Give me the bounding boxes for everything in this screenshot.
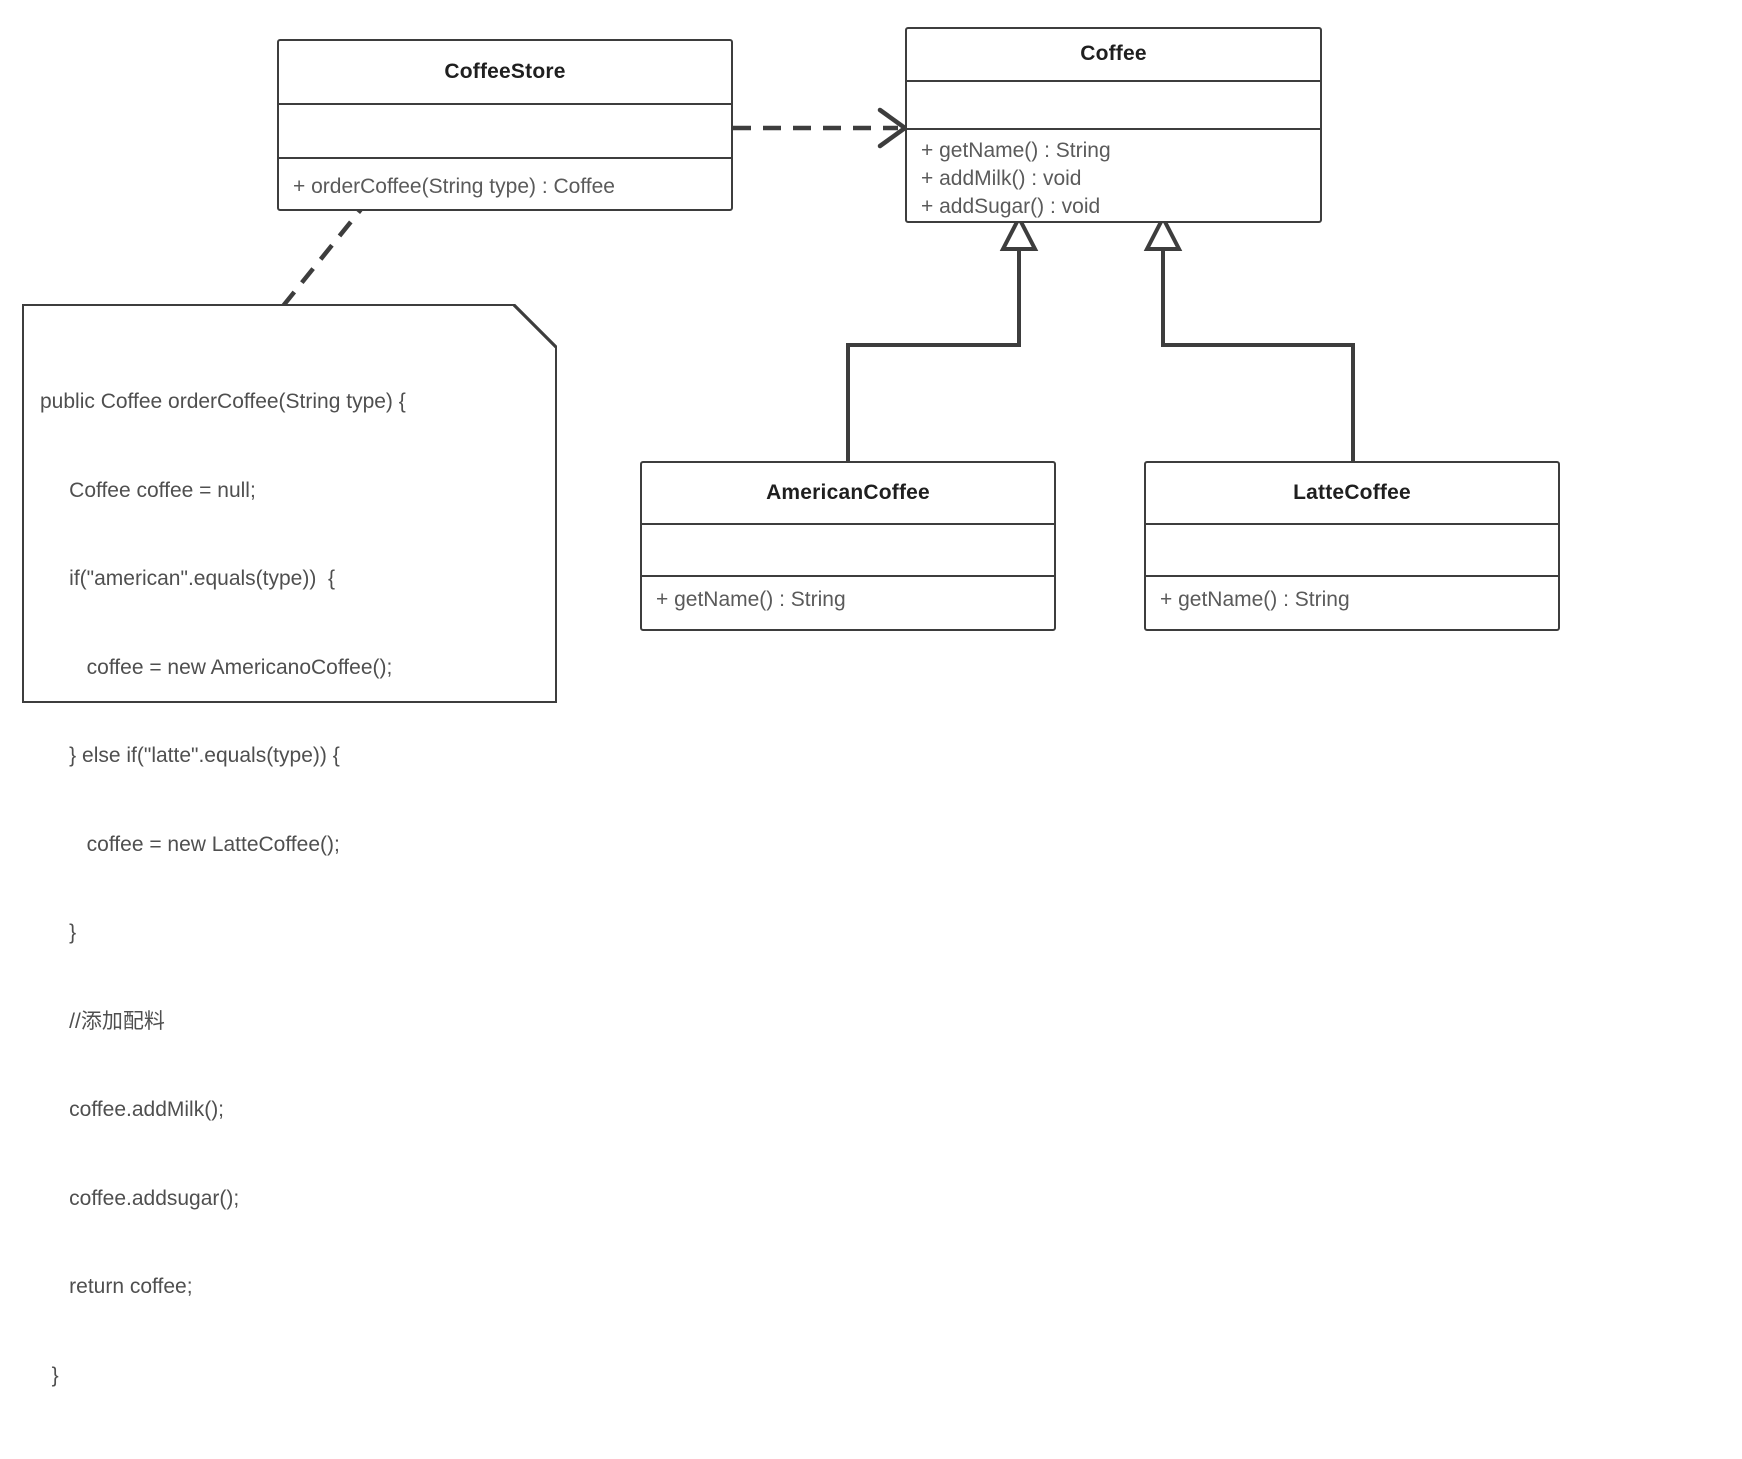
class-attributes-americancoffee — [642, 525, 1054, 577]
class-operations-coffee: + getName() : String + addMilk() : void … — [907, 130, 1320, 221]
note-anchor-line — [281, 206, 364, 308]
note-folded-corner-icon — [513, 304, 557, 348]
connector-layer — [281, 107, 1355, 462]
operation-getname-coffee: + getName() : String — [921, 139, 1111, 162]
operation-addmilk-coffee: + addMilk() : void — [921, 167, 1082, 190]
class-attributes-coffeestore — [279, 105, 731, 159]
code-line: coffee = new AmericanoCoffee(); — [40, 655, 393, 679]
class-operations-coffeestore: + orderCoffee(String type) : Coffee — [279, 159, 731, 209]
class-box-coffeestore[interactable]: CoffeeStore + orderCoffee(String type) :… — [277, 39, 733, 211]
class-operations-americancoffee: + getName() : String — [642, 577, 1054, 614]
class-box-coffee[interactable]: Coffee + getName() : String + addMilk() … — [905, 27, 1322, 223]
code-line: public Coffee orderCoffee(String type) { — [40, 390, 406, 413]
code-line: return coffee; — [40, 1275, 193, 1298]
class-attributes-lattecoffee — [1146, 525, 1558, 577]
code-note-box[interactable]: public Coffee orderCoffee(String type) {… — [22, 304, 557, 1387]
class-box-americancoffee[interactable]: AmericanCoffee + getName() : String — [640, 461, 1056, 631]
class-attributes-coffee — [907, 82, 1320, 130]
operation-addsugar-coffee: + addSugar() : void — [921, 195, 1101, 218]
operation-getname-americancoffee: + getName() : String — [656, 588, 846, 611]
class-box-lattecoffee[interactable]: LatteCoffee + getName() : String — [1144, 461, 1560, 631]
dependency-coffeestore-to-coffee — [733, 107, 909, 149]
generalization-lattecoffee-to-coffee — [1143, 213, 1355, 462]
code-line: //添加配料 — [40, 1009, 165, 1033]
class-title-coffee: Coffee — [907, 29, 1320, 82]
code-line: } else if("latte".equals(type)) { — [40, 744, 340, 767]
class-title-coffeestore: CoffeeStore — [279, 41, 731, 106]
code-line: coffee.addsugar(); — [40, 1186, 240, 1210]
operation-getname-lattecoffee: + getName() : String — [1160, 588, 1350, 611]
uml-diagram-canvas: CoffeeStore + orderCoffee(String type) :… — [22, 27, 1560, 1387]
operation-ordercoffee: + orderCoffee(String type) : Coffee — [293, 175, 615, 198]
class-operations-lattecoffee: + getName() : String — [1146, 577, 1558, 614]
code-line: if("american".equals(type)) { — [40, 567, 336, 590]
code-line: } — [40, 1363, 59, 1387]
code-line: } — [40, 921, 77, 944]
class-title-lattecoffee: LatteCoffee — [1146, 463, 1558, 525]
generalization-americancoffee-to-coffee — [846, 213, 1039, 462]
class-title-americancoffee: AmericanCoffee — [642, 463, 1054, 525]
code-line: coffee = new LatteCoffee(); — [40, 832, 340, 856]
note-code-content: public Coffee orderCoffee(String type) {… — [24, 306, 555, 1459]
code-line: coffee.addMilk(); — [40, 1098, 225, 1121]
code-line: Coffee coffee = null; — [40, 478, 256, 502]
